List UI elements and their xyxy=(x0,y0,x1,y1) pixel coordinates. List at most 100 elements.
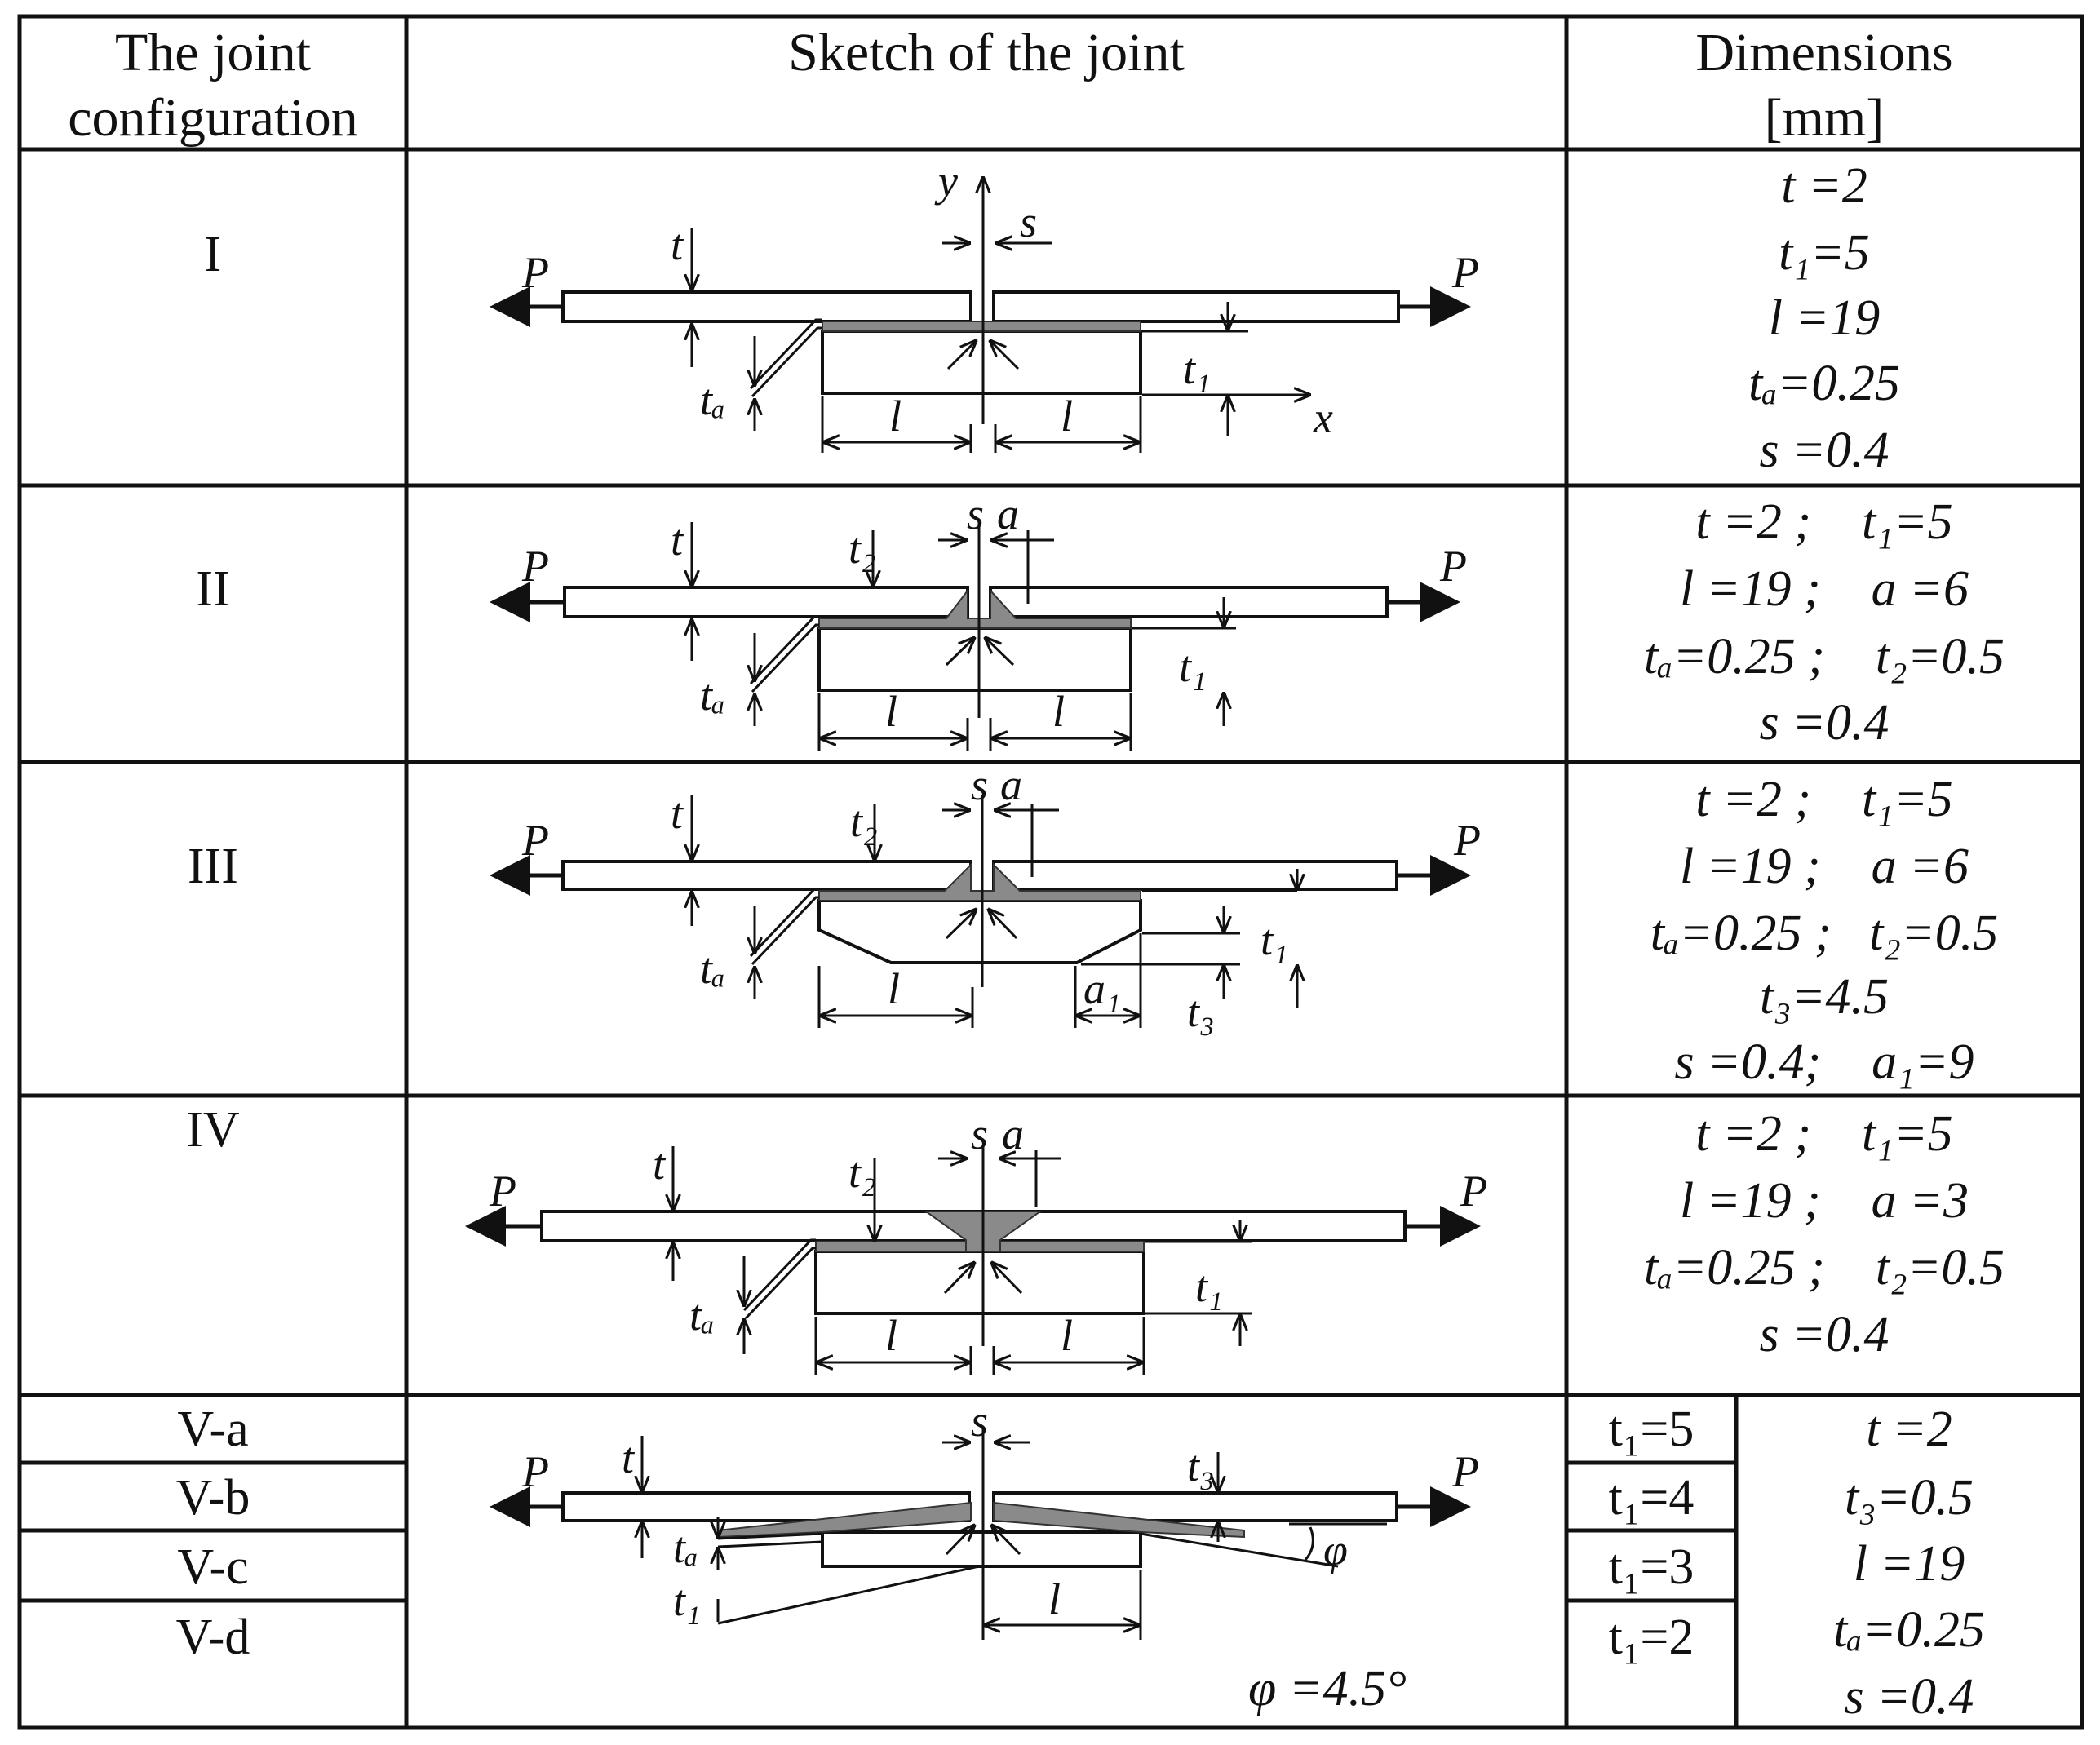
svg-text:a: a xyxy=(1002,1109,1024,1158)
svg-text:t₁: t₁ xyxy=(1183,344,1211,393)
header-col1-line2: configuration xyxy=(68,88,358,148)
sketch-joint-v: P P t s t₃ tₐ t₁ φ l φ =4.5° xyxy=(490,1397,1479,1716)
svg-text:P: P xyxy=(1460,1167,1487,1216)
svg-text:s: s xyxy=(971,1109,988,1158)
svg-text:l =19: l =19 xyxy=(1769,290,1881,346)
svg-text:P: P xyxy=(1439,542,1467,591)
svg-text:tₐ: tₐ xyxy=(700,375,725,424)
config-label-v-d: V-d xyxy=(176,1610,250,1665)
svg-text:s =0.4: s =0.4 xyxy=(1845,1669,1974,1725)
svg-text:l =19: l =19 xyxy=(1854,1536,1965,1592)
config-label-ii: II xyxy=(196,561,229,617)
svg-text:s: s xyxy=(971,1397,988,1446)
svg-text:t =2: t =2 xyxy=(1866,1402,1952,1457)
svg-text:s: s xyxy=(971,760,988,809)
config-label-iii: III xyxy=(188,839,238,894)
config-label-v-a: V-a xyxy=(177,1402,248,1457)
dims-row-i: t =2 t₁=5 l =19 tₐ=0.25 s =0.4 xyxy=(1748,158,1900,478)
svg-text:t₁: t₁ xyxy=(1195,1262,1223,1311)
svg-text:t: t xyxy=(671,789,684,838)
svg-text:t: t xyxy=(622,1433,636,1482)
svg-text:l =19 ; a =6: l =19 ; a =6 xyxy=(1680,839,1969,894)
svg-text:tₐ: tₐ xyxy=(673,1523,698,1572)
svg-text:t₁=5: t₁=5 xyxy=(1609,1402,1695,1457)
sketch-joint-iii: P P t t₂ s a tₐ t₁ t₃ l a₁ xyxy=(490,760,1481,1036)
svg-text:l =19 ; a =6: l =19 ; a =6 xyxy=(1680,561,1969,617)
config-label-iv: IV xyxy=(186,1102,240,1158)
svg-text:l: l xyxy=(1061,1311,1073,1360)
header-col3-line2: [mm] xyxy=(1765,88,1885,148)
svg-text:tₐ=0.25 ; t₂=0.5: tₐ=0.25 ; t₂=0.5 xyxy=(1644,1240,2005,1295)
config-label-v-b: V-b xyxy=(176,1470,250,1526)
svg-text:s =0.4; a₁=9: s =0.4; a₁=9 xyxy=(1674,1034,1974,1090)
svg-text:P: P xyxy=(1451,1447,1479,1496)
svg-text:tₐ=0.25 ; t₂=0.5: tₐ=0.25 ; t₂=0.5 xyxy=(1644,629,2005,684)
svg-text:l: l xyxy=(1052,687,1065,736)
svg-text:P: P xyxy=(521,816,549,865)
sketch-joint-i: P P y x t s tₐ t₁ l l xyxy=(490,157,1479,453)
svg-text:t₃=0.5: t₃=0.5 xyxy=(1845,1470,1974,1526)
svg-text:l: l xyxy=(885,1311,897,1360)
svg-text:a₁: a₁ xyxy=(1083,964,1121,1013)
svg-text:a: a xyxy=(1000,760,1022,809)
svg-text:t: t xyxy=(653,1140,667,1189)
svg-text:t: t xyxy=(671,516,684,565)
dims-row-iii: t =2 ; t₁=5 l =19 ; a =6 tₐ=0.25 ; t₂=0.… xyxy=(1650,772,1998,1090)
svg-text:tₐ=0.25 ; t₂=0.5: tₐ=0.25 ; t₂=0.5 xyxy=(1650,906,1998,961)
table-grid xyxy=(17,14,2084,1730)
svg-text:x: x xyxy=(1313,393,1333,442)
svg-text:P: P xyxy=(521,1447,549,1496)
header-col2: Sketch of the joint xyxy=(788,23,1185,82)
svg-text:l: l xyxy=(1048,1574,1061,1623)
svg-text:t₁: t₁ xyxy=(673,1576,701,1625)
svg-text:t₃: t₃ xyxy=(1187,987,1215,1036)
sketch-joint-ii: P P t t₂ s a tₐ t₁ l l xyxy=(490,489,1467,751)
svg-text:tₐ=0.25: tₐ=0.25 xyxy=(1748,356,1900,411)
config-label-v-c: V-c xyxy=(177,1539,248,1595)
svg-text:t₁=2: t₁=2 xyxy=(1609,1610,1695,1665)
svg-text:l: l xyxy=(1061,392,1073,441)
svg-text:tₐ: tₐ xyxy=(700,671,725,720)
svg-text:P: P xyxy=(1451,248,1479,297)
svg-text:P: P xyxy=(489,1167,516,1216)
svg-text:P: P xyxy=(1453,816,1481,865)
svg-text:t₃=4.5: t₃=4.5 xyxy=(1760,969,1889,1025)
svg-text:y: y xyxy=(934,157,958,206)
sketch-joint-iv: P P t t₂ s a tₐ t₁ l l xyxy=(465,1109,1487,1375)
svg-text:t₁=4: t₁=4 xyxy=(1609,1470,1695,1526)
svg-text:s =0.4: s =0.4 xyxy=(1760,1307,1890,1362)
svg-text:t₂: t₂ xyxy=(848,524,876,573)
svg-text:t =2 ; t₁=5: t =2 ; t₁=5 xyxy=(1695,1106,1952,1162)
svg-text:P: P xyxy=(521,248,549,297)
svg-text:s =0.4: s =0.4 xyxy=(1760,423,1890,478)
svg-text:t₂: t₂ xyxy=(848,1148,876,1197)
svg-text:tₐ=0.25: tₐ=0.25 xyxy=(1833,1602,1985,1658)
svg-text:t₂: t₂ xyxy=(850,797,878,846)
svg-text:l: l xyxy=(889,392,902,441)
svg-text:tₐ: tₐ xyxy=(689,1291,715,1340)
svg-text:s =0.4: s =0.4 xyxy=(1760,695,1890,751)
svg-text:t₃: t₃ xyxy=(1187,1442,1215,1490)
angle-note: φ =4.5° xyxy=(1248,1661,1407,1716)
dims-row-v-common: t =2 t₃=0.5 l =19 tₐ=0.25 s =0.4 xyxy=(1833,1402,1985,1725)
svg-text:t₁: t₁ xyxy=(1179,642,1207,691)
svg-text:t =2: t =2 xyxy=(1781,158,1867,214)
svg-text:t =2 ; t₁=5: t =2 ; t₁=5 xyxy=(1695,772,1952,827)
svg-text:P: P xyxy=(521,542,549,591)
config-label-i: I xyxy=(205,227,222,282)
header-col1-line1: The joint xyxy=(115,23,311,82)
svg-text:a: a xyxy=(997,489,1019,538)
svg-text:s: s xyxy=(967,489,984,538)
svg-text:t =2 ; t₁=5: t =2 ; t₁=5 xyxy=(1695,494,1952,550)
svg-text:t₁=5: t₁=5 xyxy=(1779,225,1870,281)
svg-text:s: s xyxy=(1020,197,1037,246)
header-col3-line1: Dimensions xyxy=(1695,23,1952,82)
dims-row-iv: t =2 ; t₁=5 l =19 ; a =3 tₐ=0.25 ; t₂=0.… xyxy=(1644,1106,2005,1362)
svg-text:t: t xyxy=(671,220,684,269)
dims-row-v-t1: t₁=5 t₁=4 t₁=3 t₁=2 xyxy=(1609,1402,1695,1665)
svg-text:l: l xyxy=(885,687,897,736)
svg-text:l =19 ; a =3: l =19 ; a =3 xyxy=(1680,1173,1969,1229)
svg-text:t₁: t₁ xyxy=(1260,915,1288,964)
svg-text:φ: φ xyxy=(1323,1526,1348,1574)
